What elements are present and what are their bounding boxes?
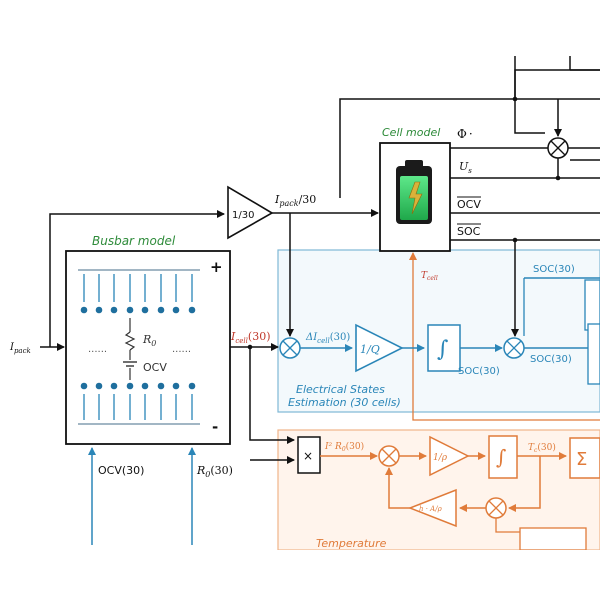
sum-junction-delta [279, 337, 301, 359]
electrical-label-1: Electrical States [296, 383, 385, 396]
i-pack-input-label: Ipack [9, 342, 31, 355]
cell-output-phi: Φ· [457, 127, 473, 141]
busbar-top-cell-dots [80, 306, 196, 314]
thermal-ambient-block [519, 527, 587, 551]
busbar-title: Busbar model [92, 234, 176, 248]
cell-output-ocv: OCV [457, 198, 481, 211]
gain-1-rho-block: 1/ρ [429, 435, 470, 477]
dots-left: ...... [88, 344, 107, 355]
i2r-label: I² R0(30) [324, 441, 364, 453]
battery-icon [396, 160, 432, 224]
t30-label: Tc(30) [528, 442, 556, 454]
integrator-thermal-symbol: ∫ [496, 445, 506, 469]
sum-junction-thermal [378, 445, 400, 467]
gain-1-q-block: 1/Q [355, 323, 404, 373]
resistor-label: R0 [142, 333, 156, 348]
bottom-blank-band [0, 550, 600, 600]
i-pack-30-label: Ipack/30 [274, 193, 316, 208]
soc30-label-b: SOC(30) [530, 354, 572, 365]
feedback-gain-label: h · A/ρ [419, 505, 443, 513]
sum-junction-feedback [485, 497, 507, 519]
gain-1-30-block: 1/30 [227, 185, 274, 240]
sum-block-symbol: Σ [576, 449, 587, 470]
sum-junction-top [547, 137, 569, 159]
electrical-right-block-2 [587, 323, 600, 385]
busbar-plus: + [210, 258, 223, 276]
i-pack-branch-wire [49, 210, 225, 347]
ocv30-label: OCV(30) [98, 464, 144, 477]
top-blank-band [0, 0, 600, 56]
busbar-box [65, 250, 231, 445]
sum-block-thermal: Σ [569, 437, 600, 479]
sum-junction-soc [503, 337, 525, 359]
gain-1-q-label: 1/Q [360, 343, 380, 356]
multiplier-block: × [297, 436, 321, 474]
busbar-bottom-cells [83, 394, 193, 420]
cell-model-title: Cell model [382, 126, 440, 139]
electrical-right-block [584, 279, 600, 331]
cell-output-soc: SOC [457, 225, 481, 238]
integrator-electrical: ∫ [427, 324, 461, 372]
gain-1-30-label: 1/30 [232, 210, 254, 221]
resistor-icon [124, 331, 136, 351]
busbar-minus: - [212, 418, 218, 436]
dots-right: ...... [172, 344, 191, 355]
cell-output-u: Us [459, 160, 472, 175]
electrical-label-2: Estimation (30 cells) [288, 396, 401, 409]
busbar-bottom-cell-dots [80, 382, 196, 390]
i-cell-label: Icell(30) [230, 330, 271, 345]
thermal-footer-label: Temperature [316, 537, 387, 550]
cell-output-wires [450, 147, 600, 241]
cell-model: Cell model Φ· Us OCV SOC [379, 126, 481, 252]
soc30-label-a: SOC(30) [458, 366, 500, 377]
integrator-electrical-symbol: ∫ [437, 337, 449, 362]
soc30-label-c: SOC(30) [533, 264, 575, 275]
r0-30-label: R0(30) [196, 464, 233, 479]
delta-i-label: ΔIcell(30) [305, 332, 350, 345]
ocv-label: OCV [143, 361, 167, 374]
t-cell-label: Tcell [421, 271, 438, 282]
feedback-gain-block: h · A/ρ [407, 488, 457, 528]
multiplier-symbol: × [303, 449, 313, 463]
t-cell-feedback-wire [409, 252, 600, 421]
gain-1-rho-label: 1/ρ [433, 453, 448, 463]
busbar-model: Busbar model + - R0 OCV ...... [65, 234, 231, 445]
battery-symbol-icon [123, 361, 137, 367]
busbar-top-cells [83, 274, 193, 302]
integrator-thermal: ∫ [488, 435, 518, 479]
